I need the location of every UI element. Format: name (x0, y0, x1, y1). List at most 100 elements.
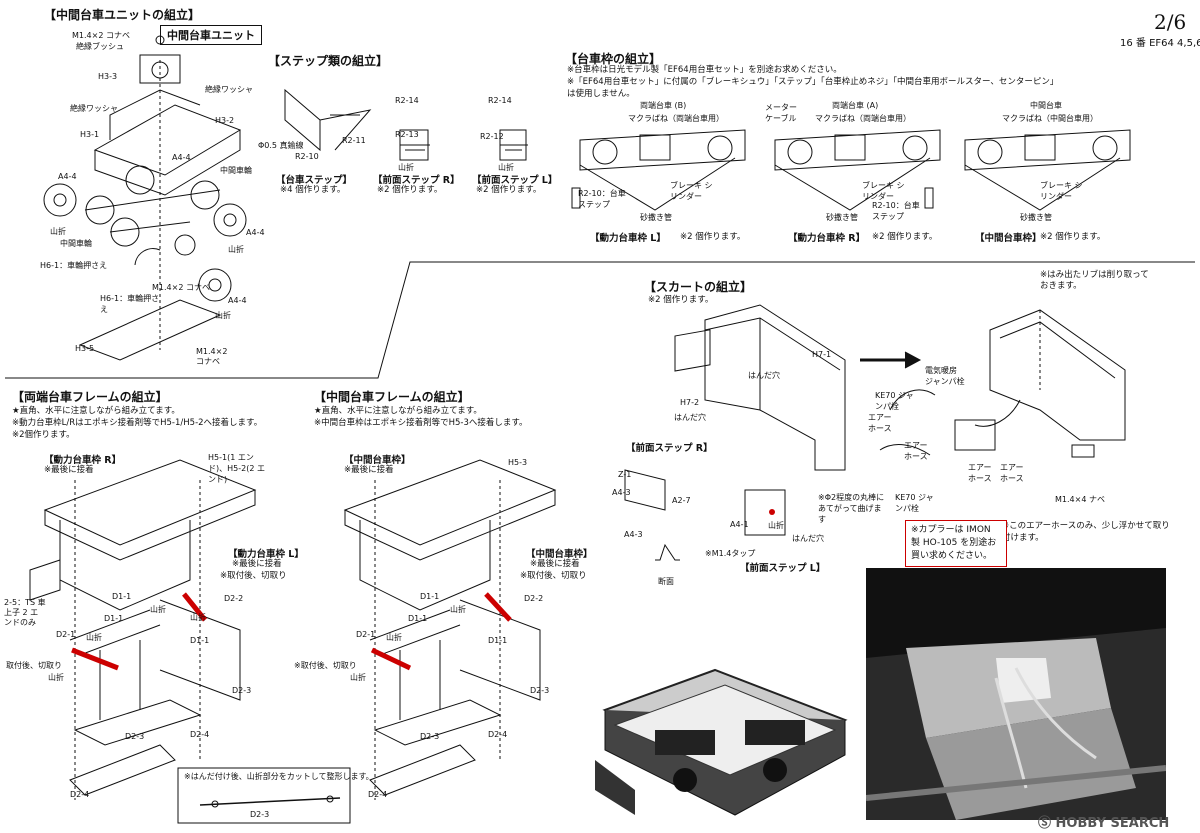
end-frame-label: D1-1 (112, 592, 132, 601)
bogie-caption: 【中間台車枠】 (975, 233, 1042, 244)
page-subtitle: 16 番 EF64 4,5,6 (1120, 38, 1200, 49)
bogie-label: R2-10：台車ステップ (872, 201, 920, 221)
end-frame-label: D2-4 (70, 790, 90, 799)
bogie-note: ※2 個作ります。 (1040, 232, 1106, 242)
skirt-right-label: M1.4×4 ナベ (1055, 495, 1105, 504)
unit-label: H3-2 (215, 116, 235, 125)
bogie-frames-drawing (571, 129, 1131, 211)
mid-frame-label: H5-3 (508, 458, 528, 467)
bogie-frame-title: 【台車枠の組立】 (565, 52, 662, 66)
mid-frame-note: ※中間台車枠はエポキシ接着剤等でH5-3へ接着します。 (314, 418, 528, 428)
end-frame-label: D2-3 (125, 732, 145, 741)
skirt-label: A4-1 (730, 520, 749, 529)
skirt-label: 断面 (658, 577, 674, 586)
steps-drawing (284, 88, 528, 161)
end-frame-label: H5-1(1 エンド)、H5-2(2 エンド) (208, 453, 265, 484)
steps-label: R2-12 (480, 132, 504, 141)
skirt-note: ※2 個作ります。 (648, 295, 714, 305)
steps-caption: 【台車ステップ】 (276, 175, 353, 186)
skirt-drawing (624, 304, 1126, 561)
bogie-frame-note: ※「EF64用台車セット」に付属の「ブレーキシュウ」「ステップ」「台車枠止めネジ… (567, 77, 1059, 87)
skirt-label: 【前面ステップ L】 (740, 563, 826, 574)
skirt-right-label: エアー ホース (1000, 463, 1024, 483)
mid-frame-label: 山折 (350, 673, 366, 682)
end-frame-note: ※動力台車枠L/Rはエポキシ接着剤等でH5-1/H5-2へ接着します。 (12, 418, 263, 428)
unit-drawing (43, 35, 247, 361)
end-frame-label: ※取付後、切取り (220, 571, 287, 581)
bogie-label: 砂撒き管 (826, 213, 858, 222)
end-frame-label: ※最後に接着 (232, 559, 282, 569)
mid-frame-label: D2-3 (530, 686, 550, 695)
page-number: 2/6 (1154, 10, 1187, 34)
coupler-note: ※カプラーは IMON 製 HO-105 を別途お買い求めください。 (905, 520, 1007, 567)
end-frame-drawing (29, 459, 257, 800)
skirt-label: H7-1 (812, 350, 832, 359)
section-divider (5, 261, 1195, 379)
bogie-label: 中間台車 (1030, 101, 1062, 110)
end-frame-label: 【動力台車枠 R】 (44, 455, 122, 466)
unit-label: A4-4 (172, 153, 191, 162)
bogie-label: ブレーキ シリンダー (670, 181, 713, 201)
watermark: Ⓢ HOBBY SEARCH (1038, 812, 1169, 831)
skirt-right-label: エアー ホース (904, 441, 928, 461)
unit-label: 山折 (215, 311, 231, 320)
mid-frame-label: D2-2 (524, 594, 544, 603)
unit-label: 絶縁ワッシャ (205, 85, 253, 94)
skirt-label: はんだ穴 (748, 371, 780, 380)
end-frame-label: D2-2 (224, 594, 244, 603)
bogie-note: ※2 個作ります。 (680, 232, 746, 242)
skirt-label: Z-1 (618, 470, 632, 479)
mid-frame-label: 山折 (450, 605, 466, 614)
unit-label: 絶縁ワッシャ (70, 104, 118, 113)
skirt-label: 山折 (768, 521, 784, 530)
steps-note: ※2 個作ります。 (476, 185, 542, 195)
unit-label: H6-1：車輪押さえ (40, 261, 108, 270)
steps-label: 山折 (498, 163, 514, 172)
unit-label: 山折 (228, 245, 244, 254)
skirt-label: A4-3 (612, 488, 631, 497)
mid-frame-drawing (343, 459, 557, 800)
steps-title: 【ステップ類の組立】 (268, 54, 389, 68)
cut-note-text: ※はんだ付け後、山折部分をカットして整形します。 (184, 772, 374, 781)
mid-frame-label: D2-4 (368, 790, 388, 799)
bogie-frame-note: ※台車枠は日光モデル製「EF64用台車セット」を別途お求めください。 (567, 65, 842, 75)
unit-label: A4-4 (58, 172, 77, 181)
mid-frame-label: D1-1 (488, 636, 508, 645)
end-frame-label: 2-5：TS 車上子 2 エンドのみ (4, 598, 46, 627)
unit-label: M1.4×2 コナベ (152, 283, 210, 292)
skirt-right-label: KE70 ジャンパ栓 (875, 391, 914, 411)
steps-label: 山折 (398, 163, 414, 172)
steps-label: R2-14 (488, 96, 512, 105)
unit-label: 山折 (50, 227, 66, 236)
skirt-label: A4-3 (624, 530, 643, 539)
steps-caption: 【前面ステップ L】 (472, 175, 558, 186)
skirt-right-label: KE70 ジャンパ栓 (895, 493, 934, 513)
end-frame-label: 山折 (86, 633, 102, 642)
skirt-label: はんだ穴 (674, 413, 706, 422)
end-frame-label: 山折 (150, 605, 166, 614)
bogie-label: 砂撒き管 (640, 213, 672, 222)
mid-frame-label: D2-1 (356, 630, 376, 639)
steps-note: ※4 個作ります。 (280, 185, 346, 195)
skirt-label: はんだ穴 (792, 534, 824, 543)
end-frame-label: 取付後、切取り (6, 661, 62, 670)
unit-label: 絶縁ブッシュ (76, 42, 124, 51)
skirt-right-label: 電気暖房 ジャンパ栓 (925, 366, 965, 386)
cut-note-label: D2-3 (250, 810, 270, 819)
unit-box-label: 中間台車ユニット (160, 25, 262, 45)
bogie-frame-note: は使用しません。 (567, 89, 635, 99)
photo-bogie-frame (575, 630, 865, 830)
end-frame-label: D1-1 (104, 614, 124, 623)
watermark-icon: Ⓢ (1038, 816, 1056, 831)
skirt-label: H7-2 (680, 398, 700, 407)
steps-label: R2-10 (295, 152, 319, 161)
mid-frame-label: D1-1 (408, 614, 428, 623)
mid-frame-label: D2-3 (420, 732, 440, 741)
bogie-label: マクラばね（両端台車用） (815, 114, 911, 123)
watermark-text: HOBBY SEARCH (1055, 816, 1170, 831)
bogie-caption: 【動力台車枠 R】 (788, 233, 866, 244)
unit-label: A4-4 (246, 228, 265, 237)
steps-label: R2-14 (395, 96, 419, 105)
unit-title: 【中間台車ユニットの組立】 (44, 8, 201, 22)
